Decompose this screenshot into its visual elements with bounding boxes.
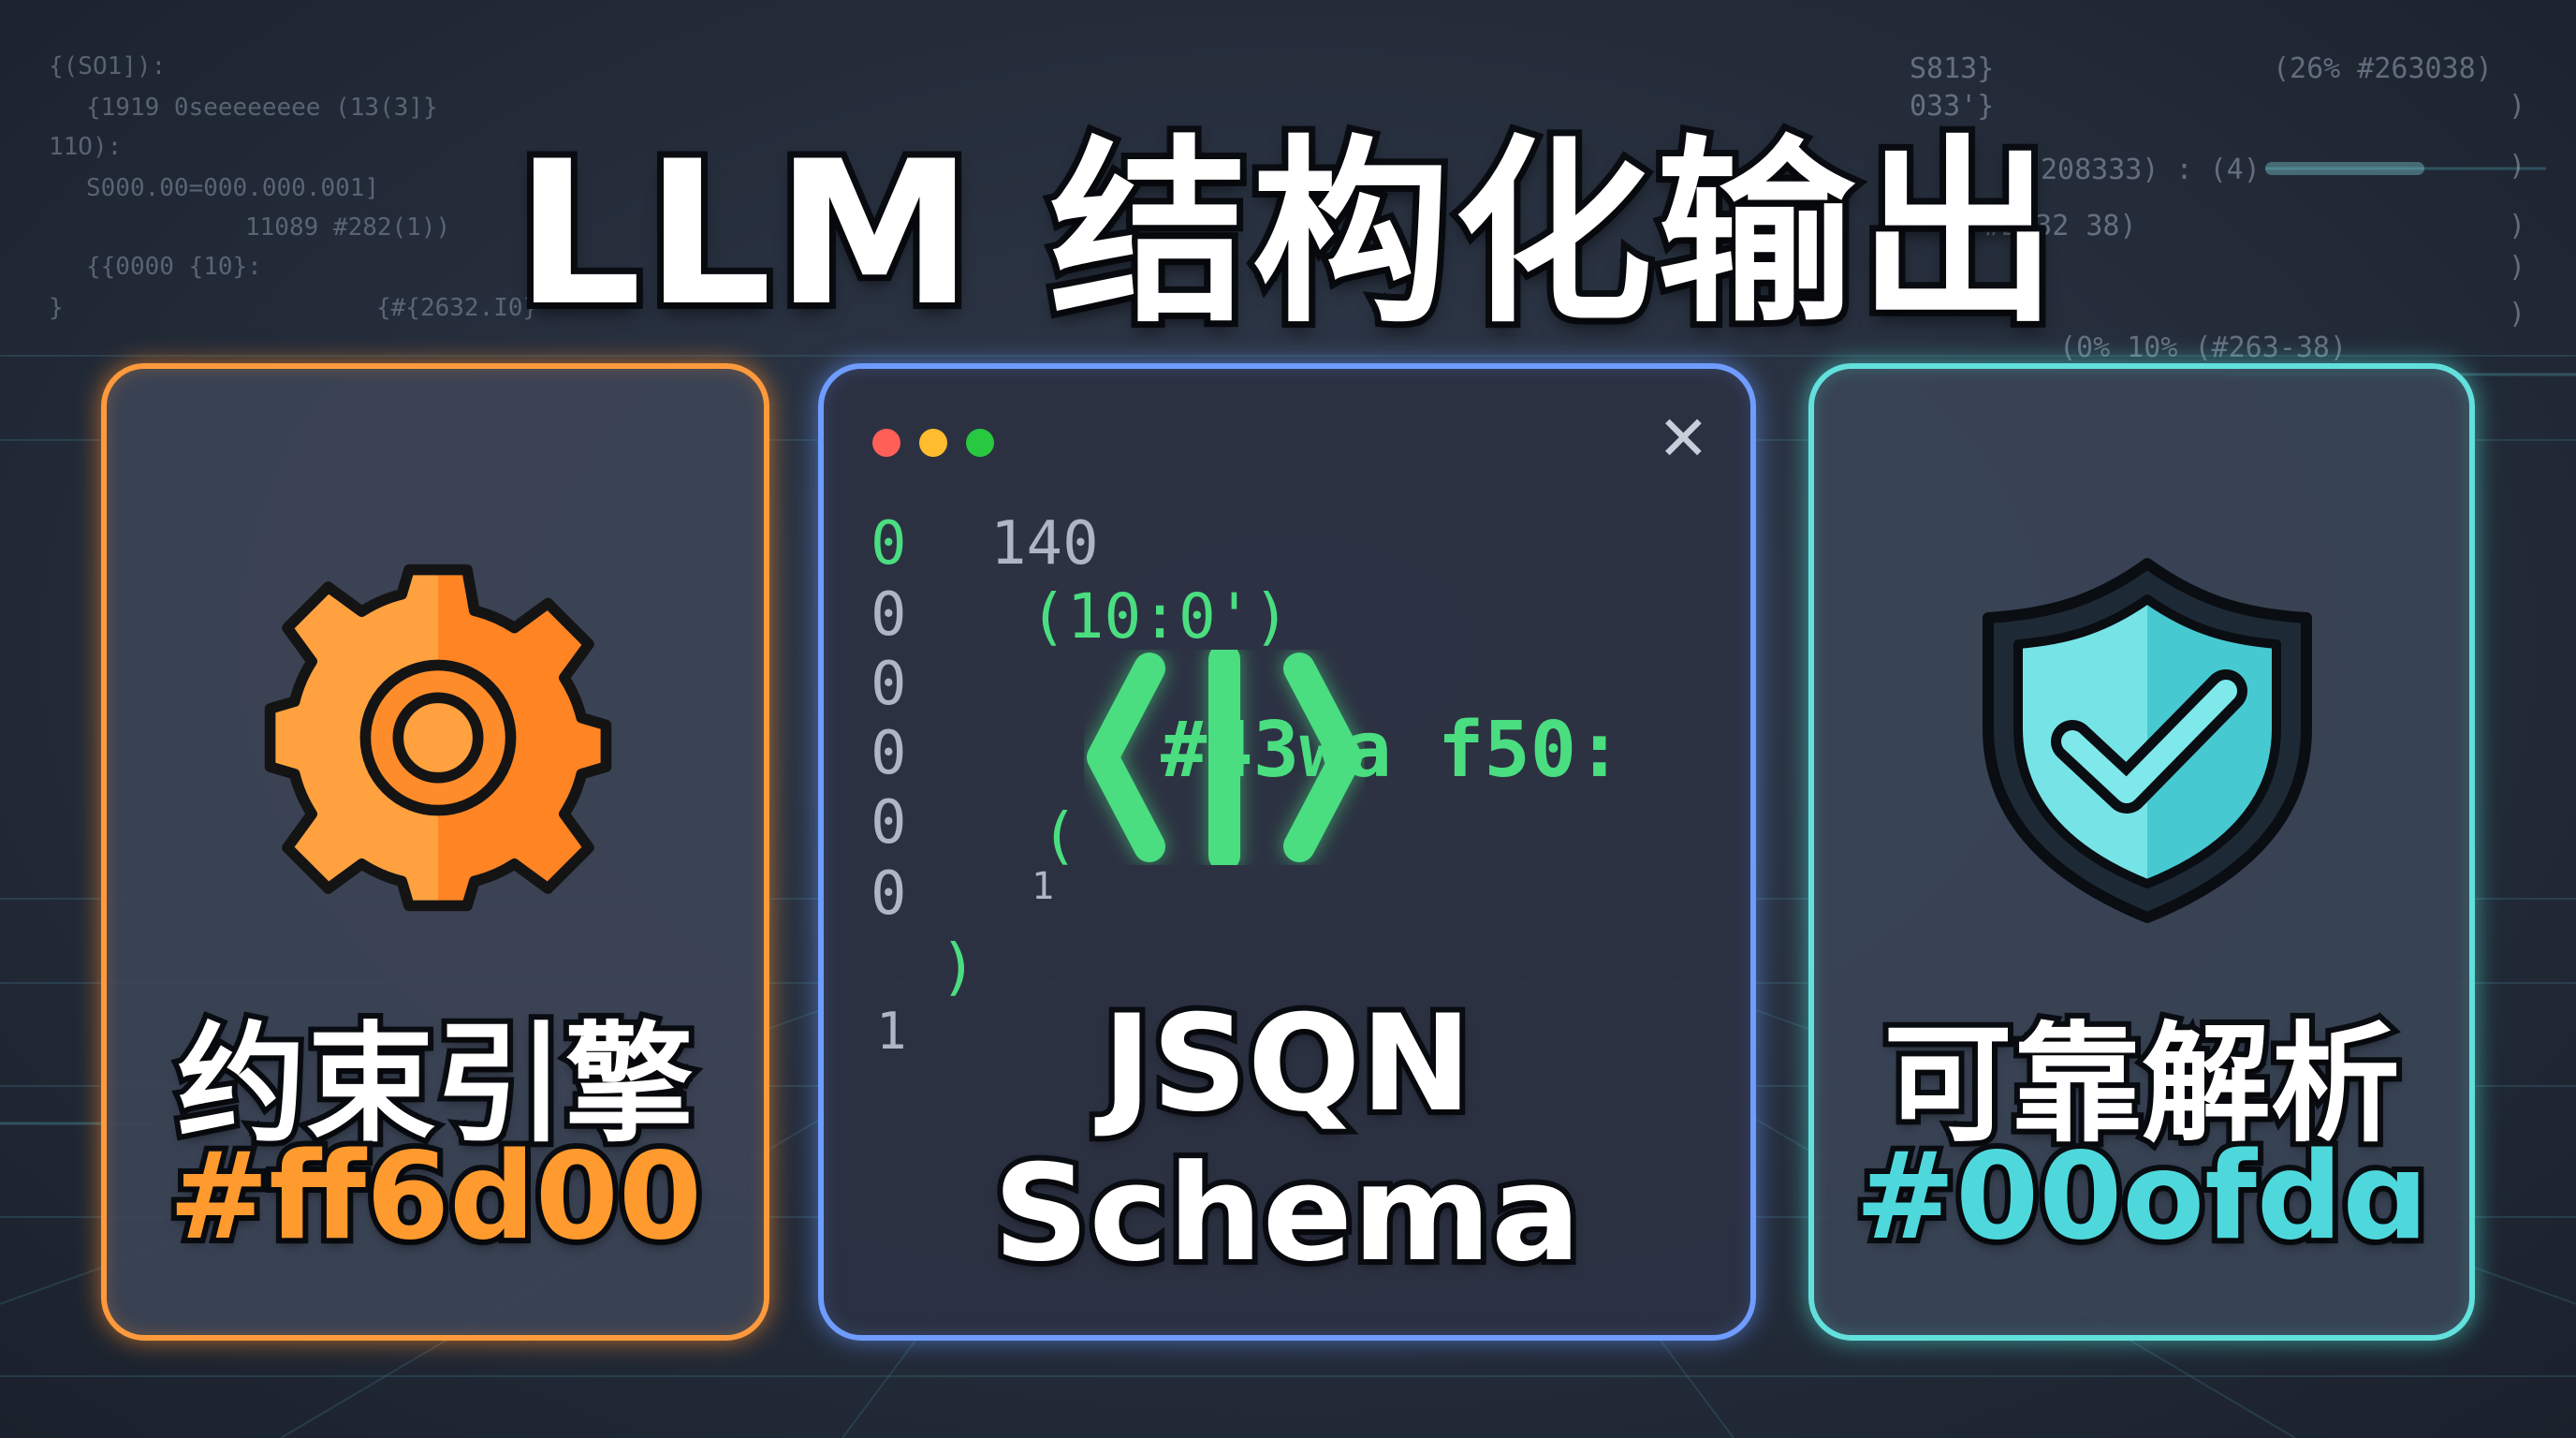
code-line: #43ᴡa f50:: [1161, 706, 1623, 795]
bg-code-line: 208333) : (4): [2041, 154, 2261, 186]
line-number: 0: [871, 788, 907, 858]
code-brackets-icon: [1084, 643, 1365, 872]
reliable-parsing-hex: #00ofdɑ: [1850, 1122, 2434, 1272]
code-line: (: [1041, 800, 1078, 872]
json-schema-label-line1: JSQN: [1097, 981, 1478, 1147]
constraint-engine-label: 约束引擎: [171, 1004, 699, 1166]
bg-code-line: S813}: [1910, 52, 1995, 85]
bg-code-line: ): [2509, 210, 2526, 242]
bg-code-line: ): [2509, 90, 2526, 123]
page-title: LLM 结构化输出: [509, 111, 2064, 356]
bg-code-line: }: [49, 294, 64, 322]
json-schema-label-line2: Schema: [988, 1131, 1587, 1297]
shield-check-icon: [1968, 550, 2327, 925]
code-line: 1: [1032, 865, 1055, 908]
line-number: 0: [871, 580, 907, 650]
window-close-dot[interactable]: [872, 429, 900, 457]
bg-code-line: {#{2632.I0}: [376, 294, 538, 322]
reliable-parsing-card: 可靠解析 #00ofdɑ: [1808, 363, 2475, 1341]
bg-code-line: ): [2509, 150, 2526, 183]
gear-icon: [256, 556, 620, 919]
constraint-engine-card: 约束引擎 #ff6d00: [101, 363, 769, 1341]
line-number: 0: [871, 859, 907, 929]
code-line: 1: [876, 1002, 907, 1061]
bg-code-line: {(SO1]):: [49, 52, 167, 81]
bg-code-line: 033'}: [1910, 90, 1995, 123]
code-line: 140: [990, 509, 1099, 579]
json-schema-card: ✕ 0 0 0 0 0 0 140 (10:0') #43ᴡa f50: ( 1…: [818, 363, 1756, 1341]
close-icon[interactable]: ✕: [1657, 403, 1709, 475]
bg-code-line: (0% 10% (#263-38): [2059, 331, 2348, 364]
line-number: 0: [871, 509, 907, 579]
code-line: ): [940, 931, 977, 1003]
bg-code-line: {{0000 {10}:: [86, 253, 262, 281]
window-minimize-dot[interactable]: [919, 429, 947, 457]
bg-code-line: ): [2509, 251, 2526, 284]
bg-code-line: (26% #263038): [2273, 52, 2493, 85]
bg-code-line: ): [2509, 298, 2526, 330]
bg-code-line: 11089 #282(1)): [245, 213, 451, 242]
window-maximize-dot[interactable]: [966, 429, 994, 457]
code-line: (10:0'): [1030, 580, 1291, 653]
bg-code-line: #2632 38): [1984, 210, 2137, 242]
bg-code-line: 11O):: [49, 133, 123, 161]
constraint-engine-hex: #ff6d00: [163, 1122, 708, 1272]
line-number: 0: [871, 650, 907, 719]
line-number: 0: [871, 719, 907, 788]
reliable-parsing-label: 可靠解析: [1878, 1004, 2406, 1166]
bg-code-line: S000.00=000.000.001]: [86, 174, 380, 202]
bg-code-line: {1919 0seeeeeeee (13(3]}: [86, 94, 438, 122]
